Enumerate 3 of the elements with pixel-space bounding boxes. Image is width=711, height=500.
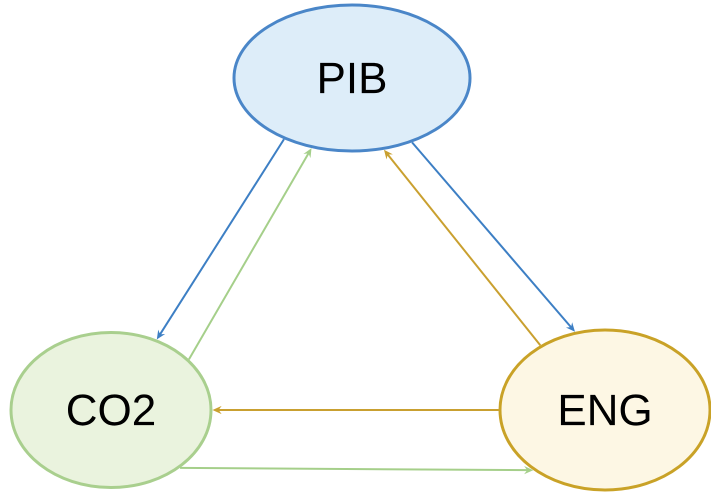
ellipse-node: PIB — [232, 4, 472, 152]
ellipse-node: ENG — [498, 328, 711, 492]
ellipse-node: CO2 — [10, 331, 212, 489]
